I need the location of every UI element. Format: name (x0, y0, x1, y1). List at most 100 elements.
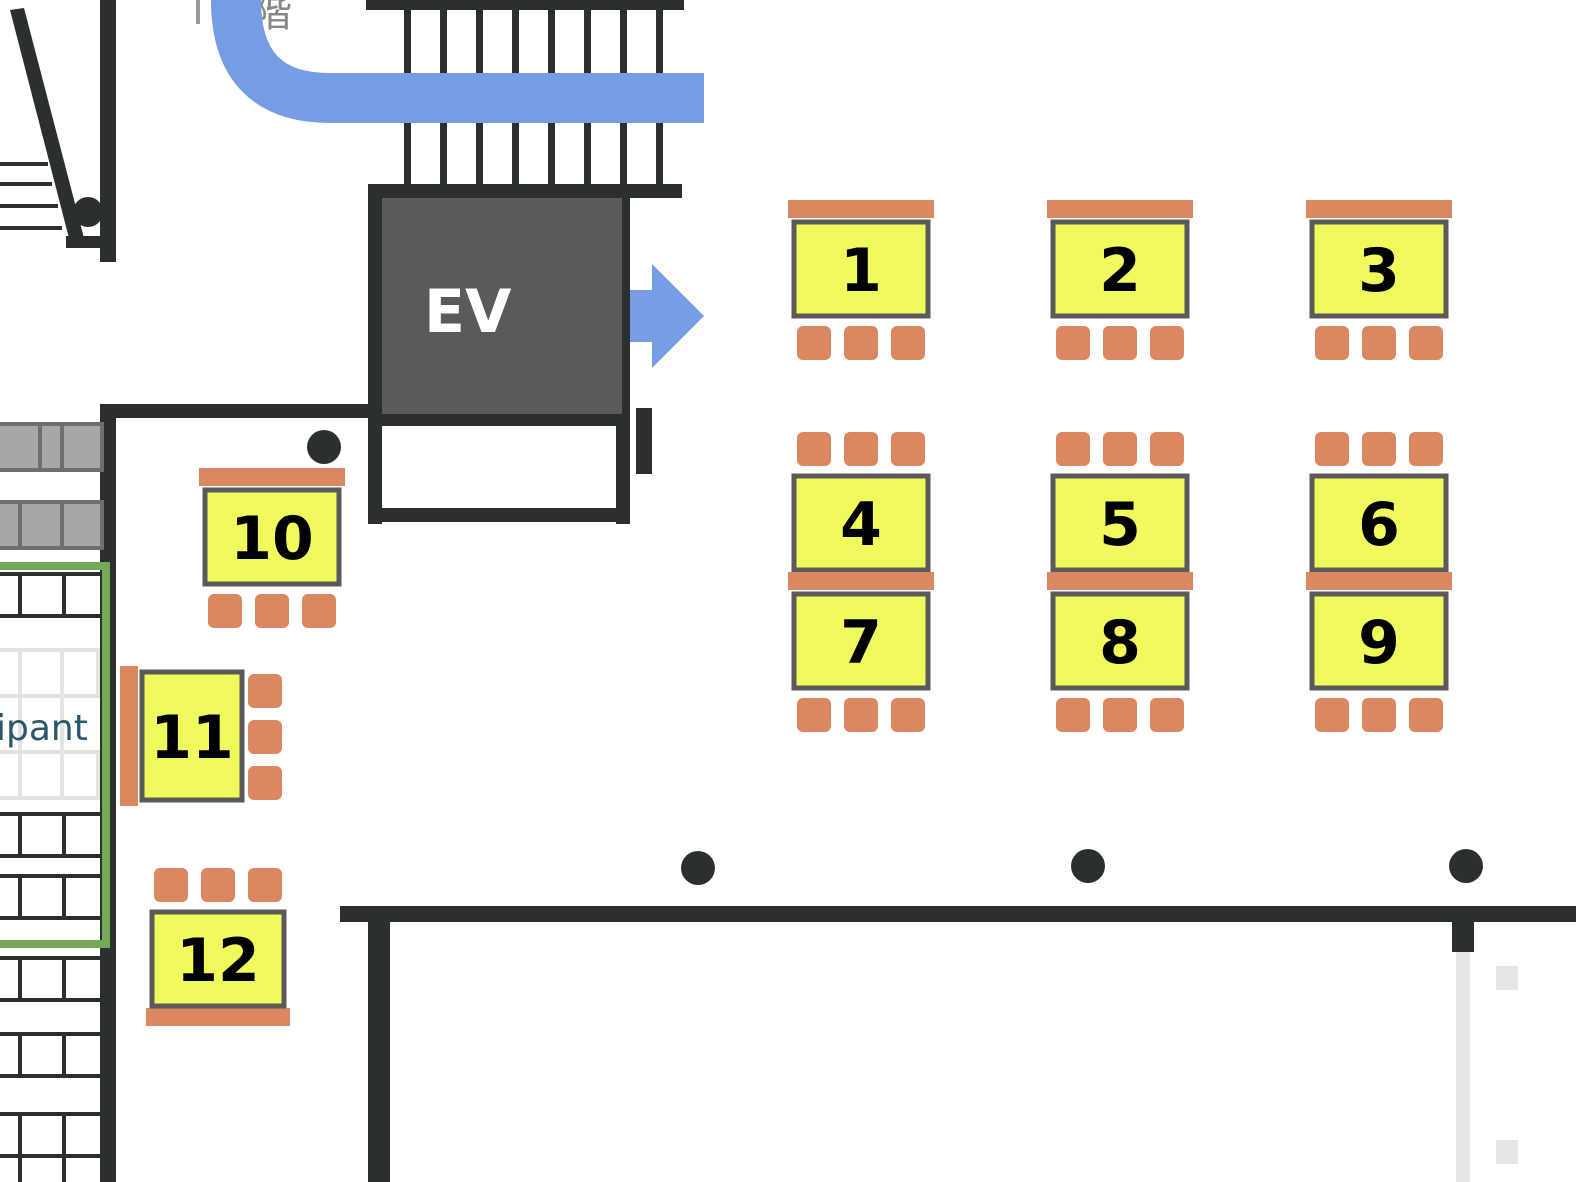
seat[interactable] (248, 868, 282, 902)
table-top[interactable] (1309, 591, 1449, 691)
seat[interactable] (1056, 326, 1090, 360)
participant-zone-grid (0, 648, 100, 800)
stair-rail-foot (66, 236, 106, 248)
seat[interactable] (201, 868, 235, 902)
seat[interactable] (1103, 326, 1137, 360)
seat[interactable] (891, 432, 925, 466)
table-1[interactable]: 1 (788, 200, 934, 360)
table-number: 11 (150, 703, 234, 773)
elevator-divider (374, 414, 624, 426)
seat[interactable] (1056, 698, 1090, 732)
seat[interactable] (844, 326, 878, 360)
table-number: 9 (1358, 608, 1400, 678)
shelf-line (0, 854, 102, 858)
table-top[interactable] (791, 591, 931, 691)
stair-step (0, 182, 52, 186)
table-top[interactable] (1050, 219, 1190, 319)
seat[interactable] (1362, 326, 1396, 360)
left-stairs (0, 0, 116, 262)
seat[interactable] (248, 766, 282, 800)
table-top[interactable] (791, 219, 931, 319)
shelf-line (0, 916, 102, 920)
shelf-divider (62, 956, 66, 1002)
table-11[interactable]: 11 (120, 666, 282, 806)
shelf-line (0, 1074, 102, 1078)
seat[interactable] (1315, 432, 1349, 466)
seat[interactable] (1362, 698, 1396, 732)
seat[interactable] (844, 698, 878, 732)
table-9[interactable]: 9 (1306, 572, 1452, 732)
table-6[interactable]: 6 (1306, 432, 1452, 590)
lower-room-wall-top (340, 906, 1576, 922)
pillar (307, 430, 341, 464)
seat[interactable] (1409, 698, 1443, 732)
stair-bottom-edge (368, 184, 682, 198)
bench (120, 666, 138, 806)
participant-zone-label: ipant (0, 708, 88, 749)
seat[interactable] (248, 674, 282, 708)
table-8[interactable]: 8 (1047, 572, 1193, 732)
seat[interactable] (1056, 432, 1090, 466)
seat[interactable] (1150, 698, 1184, 732)
shelf-line (0, 812, 102, 816)
shelf-divider (62, 1112, 66, 1182)
bench (146, 1008, 290, 1026)
left-wall-upper (100, 0, 116, 262)
stair-step (0, 162, 48, 166)
table-2[interactable]: 2 (1047, 200, 1193, 360)
table-top[interactable] (1309, 219, 1449, 319)
shelf-line (0, 572, 102, 576)
seat[interactable] (797, 698, 831, 732)
table-7[interactable]: 7 (788, 572, 934, 732)
table-3[interactable]: 3 (1306, 200, 1452, 360)
elevator-car (382, 198, 622, 418)
seat[interactable] (1103, 698, 1137, 732)
table-10[interactable]: 10 (199, 468, 345, 628)
seat[interactable] (1315, 698, 1349, 732)
bench (788, 572, 934, 590)
table-number: 5 (1099, 490, 1141, 560)
table-top[interactable] (202, 487, 342, 587)
seat[interactable] (1362, 432, 1396, 466)
shelf-divider (62, 812, 66, 858)
shelf-divider (62, 1032, 66, 1078)
zone-cell-faint (0, 648, 100, 698)
seat[interactable] (1409, 326, 1443, 360)
lower-room-wall-left (368, 906, 390, 1182)
table-5[interactable]: 5 (1047, 432, 1193, 590)
seat[interactable] (797, 326, 831, 360)
seat[interactable] (1315, 326, 1349, 360)
bench (788, 200, 934, 218)
elevator-wall-left (368, 184, 382, 524)
seat[interactable] (1150, 326, 1184, 360)
table-number: 6 (1358, 490, 1400, 560)
seat[interactable] (844, 432, 878, 466)
table-number: 10 (230, 504, 314, 574)
table-12[interactable]: 12 (146, 868, 290, 1026)
seat[interactable] (797, 432, 831, 466)
seat[interactable] (891, 326, 925, 360)
seat[interactable] (255, 594, 289, 628)
seat[interactable] (154, 868, 188, 902)
seat[interactable] (248, 720, 282, 754)
table-top[interactable] (149, 909, 287, 1009)
shelf-line (0, 874, 102, 878)
seat[interactable] (208, 594, 242, 628)
table-top[interactable] (791, 473, 931, 573)
pillar (1449, 849, 1483, 883)
seat[interactable] (302, 594, 336, 628)
stair-post (73, 197, 103, 227)
table-top[interactable] (139, 669, 245, 803)
elevator-wall-bottom (368, 508, 630, 522)
table-top[interactable] (1309, 473, 1449, 573)
table-number: 3 (1358, 236, 1400, 306)
table-4[interactable]: 4 (788, 432, 934, 590)
seat[interactable] (1150, 432, 1184, 466)
seat[interactable] (1103, 432, 1137, 466)
seat[interactable] (891, 698, 925, 732)
table-top[interactable] (1050, 473, 1190, 573)
shelf-divider (18, 1032, 22, 1078)
shelf-line (0, 998, 102, 1002)
seat[interactable] (1409, 432, 1443, 466)
table-top[interactable] (1050, 591, 1190, 691)
